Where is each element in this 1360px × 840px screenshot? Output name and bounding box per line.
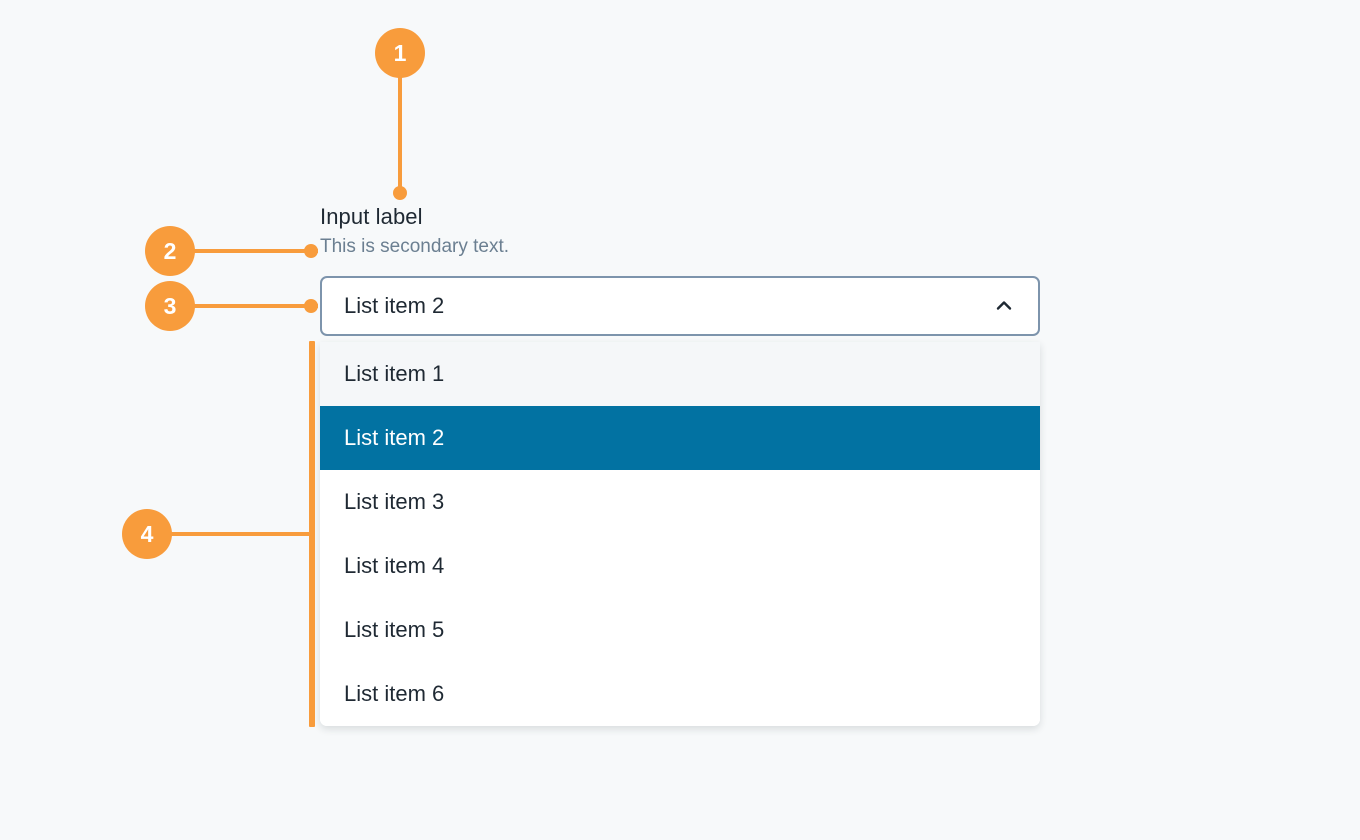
helper-text: This is secondary text. xyxy=(320,236,510,257)
callout-leader-1 xyxy=(398,76,402,196)
callout-marker-4: 4 xyxy=(122,509,172,559)
selected-value-text: List item 2 xyxy=(344,293,445,318)
list-item[interactable]: List item 5 xyxy=(320,598,1040,662)
callout-marker-2: 2 xyxy=(145,226,195,276)
list-item[interactable]: List item 4 xyxy=(320,534,1040,598)
field-label-group: Input label This is secondary text. xyxy=(320,202,1040,260)
callout-marker-3: 3 xyxy=(145,281,195,331)
list-item[interactable]: List item 3 xyxy=(320,470,1040,534)
page-title: Input label xyxy=(320,204,423,229)
callout-endpoint-3 xyxy=(304,299,318,313)
callout-bracket-4 xyxy=(309,341,315,727)
callout-marker-1: 1 xyxy=(375,28,425,78)
callout-leader-2 xyxy=(193,249,318,253)
list-item[interactable]: List item 1 xyxy=(320,342,1040,406)
callout-leader-3 xyxy=(193,304,318,308)
callout-endpoint-2 xyxy=(304,244,318,258)
dropdown-select-control[interactable]: List item 2 xyxy=(320,276,1040,336)
callout-endpoint-1 xyxy=(393,186,407,200)
dropdown-list[interactable]: List item 1 List item 2 List item 3 List… xyxy=(320,342,1040,726)
chevron-up-icon[interactable] xyxy=(990,292,1018,320)
list-item[interactable]: List item 2 xyxy=(320,406,1040,470)
list-item[interactable]: List item 6 xyxy=(320,662,1040,726)
callout-leader-4 xyxy=(170,532,315,536)
